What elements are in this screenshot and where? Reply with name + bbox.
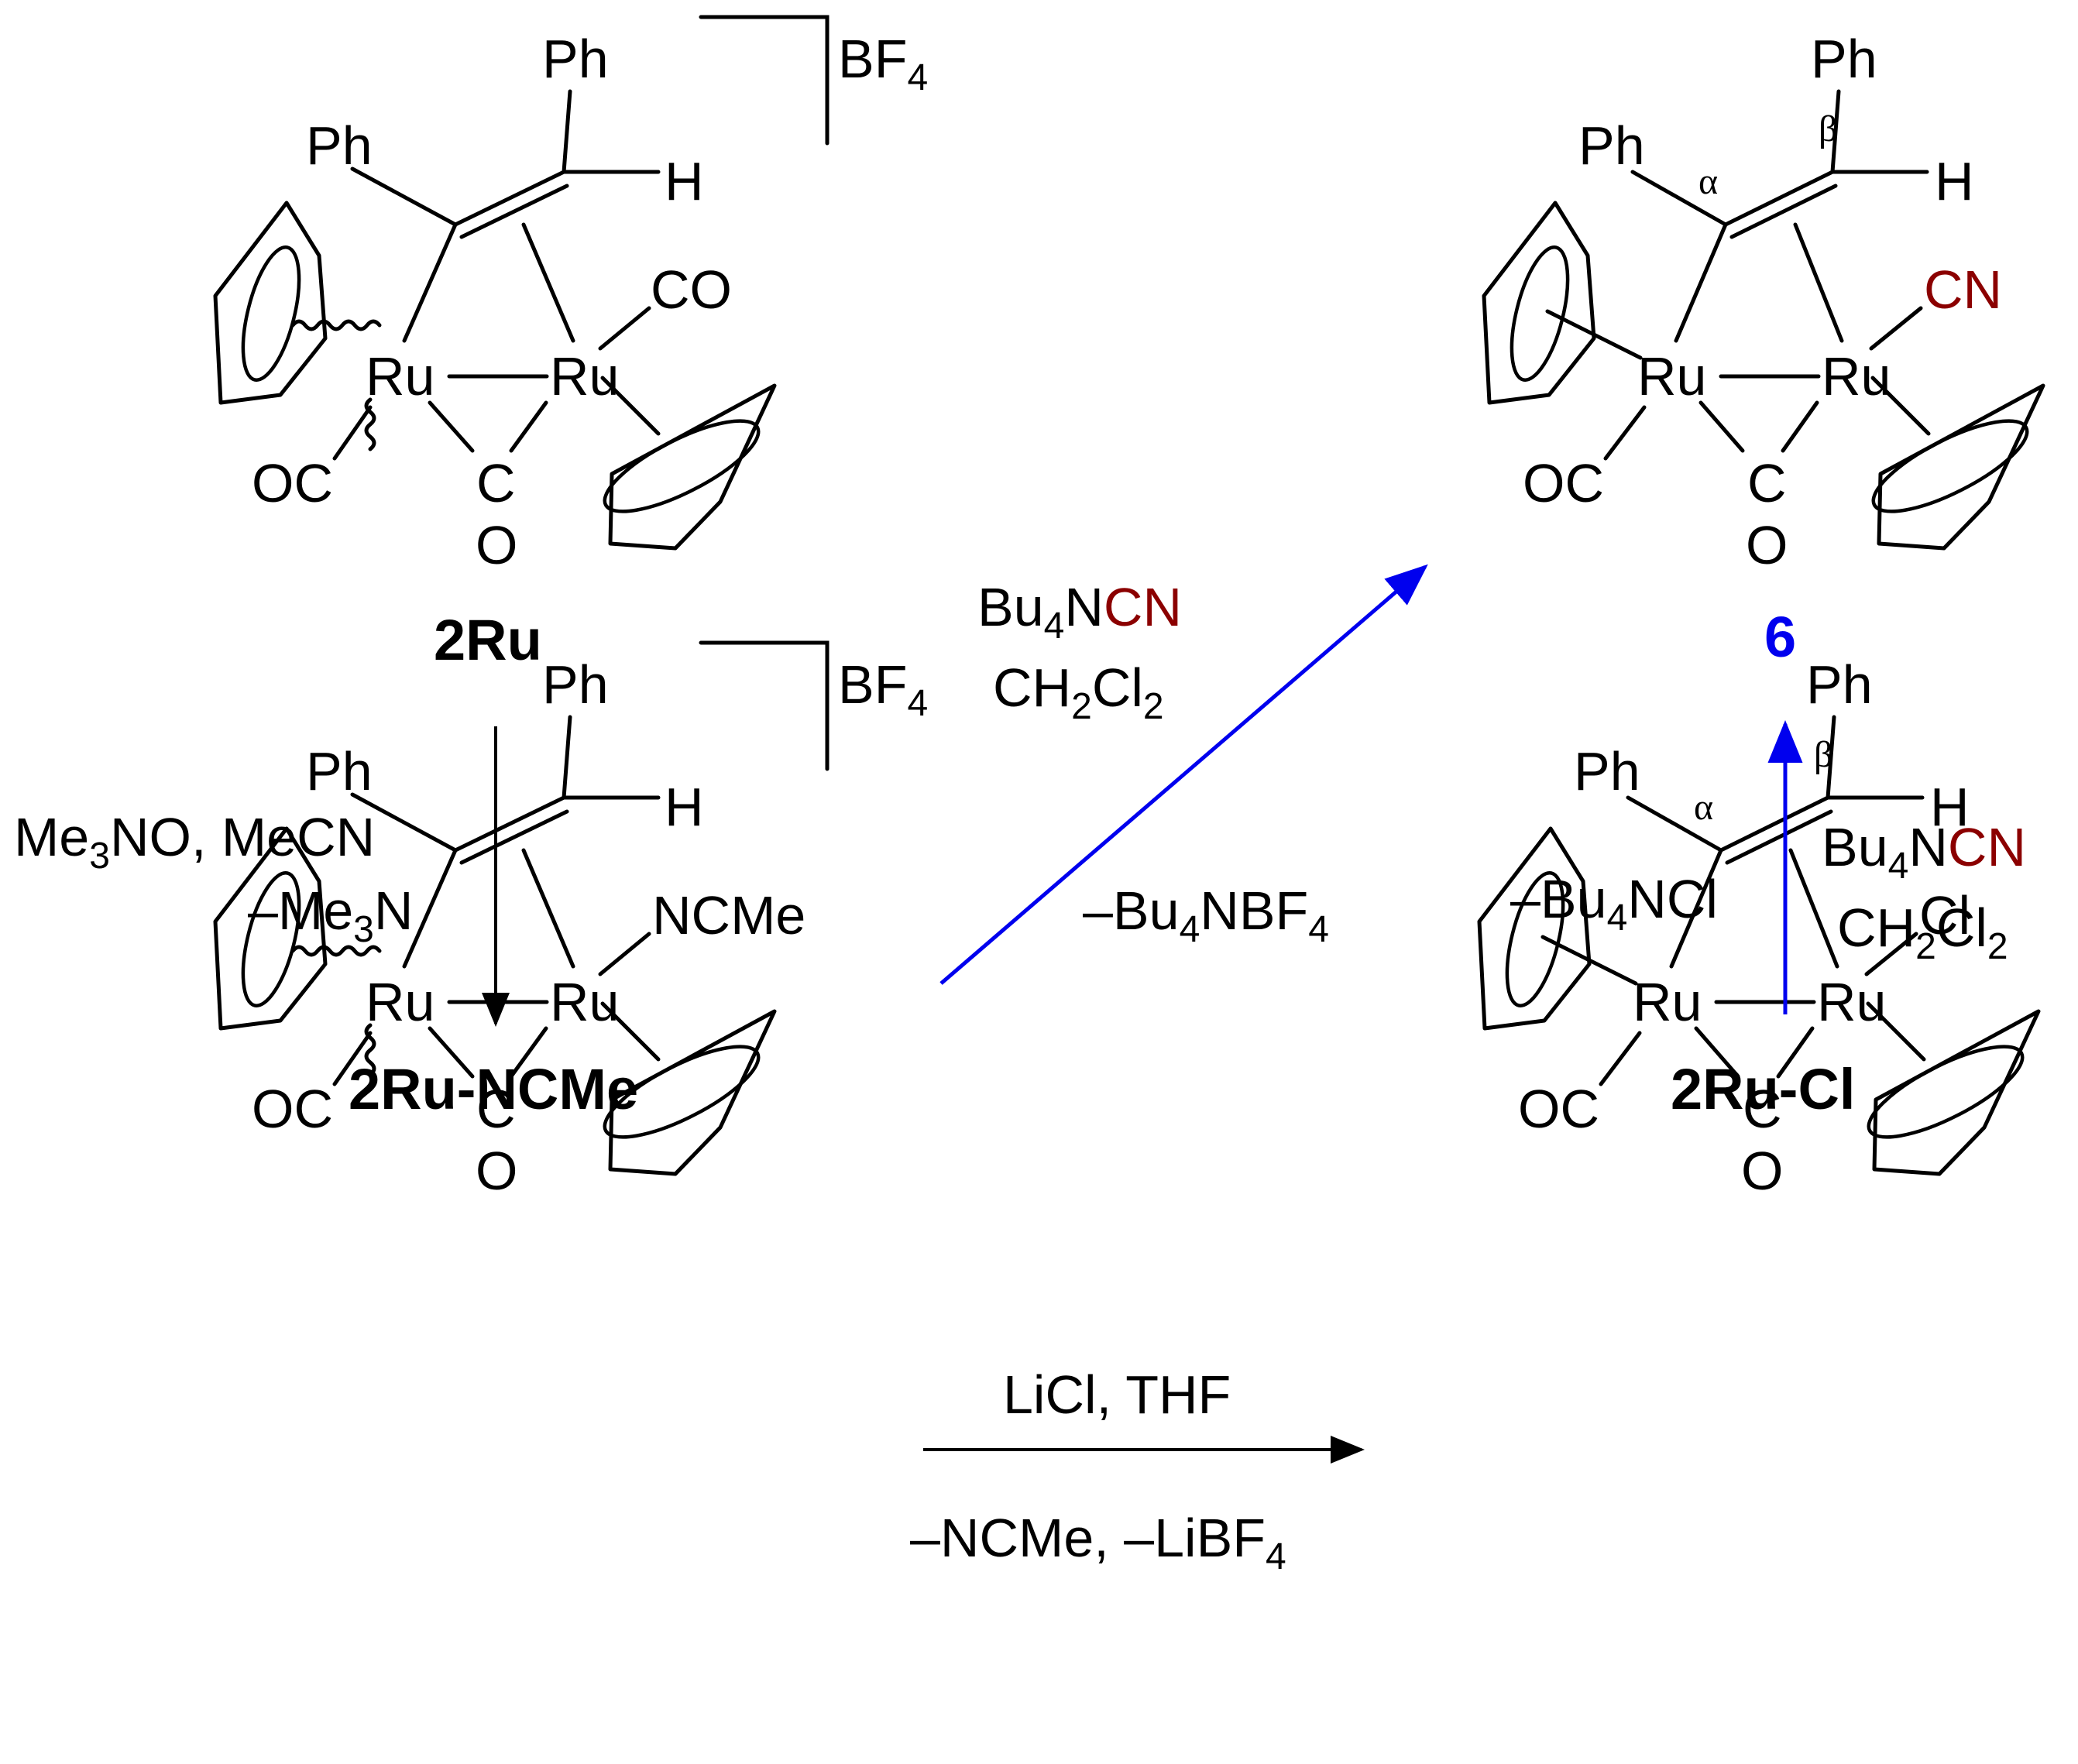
conditions-down: Me3NO, MeCN –Me3N xyxy=(14,807,413,950)
condition-up-line2: CH2Cl2 xyxy=(1837,897,2008,967)
ru-atom-left: Ru xyxy=(1637,346,1706,407)
condition-up-byproduct: –Bu4NCl xyxy=(1510,869,1718,939)
phenyl-label-alpha: Ph xyxy=(306,741,373,801)
conditions-up: Bu4NCN CH2Cl2 –Bu4NCl xyxy=(1510,817,2026,967)
co-terminal-left: OC xyxy=(1518,1079,1599,1139)
hydrogen-label: H xyxy=(665,151,704,211)
hydrogen-label: H xyxy=(1935,151,1974,211)
hydrogen-label: H xyxy=(665,777,704,837)
condition-diagonal-line1: Bu4NCN xyxy=(977,577,1182,647)
phenyl-label-beta: Ph xyxy=(1806,654,1873,715)
ru-atom-right: Ru xyxy=(550,346,619,407)
condition-right-line2: –NCMe, –LiBF4 xyxy=(910,1508,1286,1577)
co-bridging-carbon: C xyxy=(476,453,516,513)
arrow-diagonal xyxy=(939,564,1428,985)
ru-atom-left: Ru xyxy=(1633,972,1702,1032)
co-bridging-oxygen: O xyxy=(476,1141,517,1201)
phenyl-label-alpha: Ph xyxy=(1574,741,1640,801)
co-terminal-left: OC xyxy=(1523,453,1604,513)
ru-atom-left: Ru xyxy=(366,346,434,407)
ncme-ligand: NCMe xyxy=(652,885,805,945)
ru-atom-left: Ru xyxy=(366,972,434,1032)
chloride-ligand: Cl xyxy=(1919,885,1970,945)
co-bridging-carbon: C xyxy=(476,1079,516,1139)
phenyl-label-beta: Ph xyxy=(542,29,609,89)
conditions-right: LiCl, THF –NCMe, –LiBF4 xyxy=(910,1364,1286,1577)
phenyl-label-beta: Ph xyxy=(1811,29,1877,89)
conditions-diagonal: Bu4NCN CH2Cl2 –Bu4NBF4 xyxy=(977,577,1329,950)
counterion-bf4: BF4 xyxy=(838,29,928,98)
compound-label-2Ru-Cl: 2Ru-Cl xyxy=(1671,1057,1855,1121)
compound-label-2Ru-NCMe: 2Ru-NCMe xyxy=(349,1057,638,1121)
condition-right-line1: LiCl, THF xyxy=(1003,1364,1231,1425)
co-bridging-carbon: C xyxy=(1743,1079,1782,1139)
ru-atom-right: Ru xyxy=(550,972,619,1032)
bracket xyxy=(699,640,829,771)
ru-atom-right: Ru xyxy=(1822,346,1891,407)
co-terminal-left: OC xyxy=(252,453,333,513)
co-bridging-carbon: C xyxy=(1747,453,1787,513)
condition-down-line1: Me3NO, MeCN xyxy=(14,807,375,877)
co-bridging-oxygen: O xyxy=(1741,1141,1783,1201)
alpha-label: α xyxy=(1694,787,1713,828)
counterion-bf4: BF4 xyxy=(838,654,928,724)
compound-6: Ph Ph H α β Ru Ru OC C O CN 6 xyxy=(1484,29,2043,669)
compound-label-6: 6 xyxy=(1764,605,1796,669)
bracket xyxy=(699,15,829,146)
co-terminal-right: CO xyxy=(651,259,732,320)
hydrogen-label: H xyxy=(1930,777,1970,837)
compound-2Ru: BF4 Ph Ph H Ru Ru OC C O CO 2Ru xyxy=(215,15,928,672)
compound-2Ru-Cl: Ph Ph H α β Ru Ru OC C O Cl 2Ru-Cl xyxy=(1479,654,2039,1201)
co-bridging-oxygen: O xyxy=(1746,515,1788,575)
compound-label-2Ru: 2Ru xyxy=(434,608,542,672)
condition-down-line2: –Me3N xyxy=(248,880,413,950)
compound-2Ru-NCMe: BF4 Ph Ph H Ru Ru OC C O NCMe 2Ru-NCMe xyxy=(215,640,928,1201)
ru-atom-right: Ru xyxy=(1817,972,1886,1032)
co-terminal-left: OC xyxy=(252,1079,333,1139)
phenyl-label-alpha: Ph xyxy=(1578,115,1645,176)
alpha-label: α xyxy=(1698,161,1718,202)
condition-up-line1: Bu4NCN xyxy=(1822,817,2026,887)
co-bridging-oxygen: O xyxy=(476,515,517,575)
condition-diagonal-byproduct: –Bu4NBF4 xyxy=(1083,880,1329,950)
phenyl-label-beta: Ph xyxy=(542,654,609,715)
phenyl-label-alpha: Ph xyxy=(306,115,373,176)
cyanide-ligand: CN xyxy=(1924,259,2002,320)
condition-diagonal-line2: CH2Cl2 xyxy=(993,657,1164,727)
